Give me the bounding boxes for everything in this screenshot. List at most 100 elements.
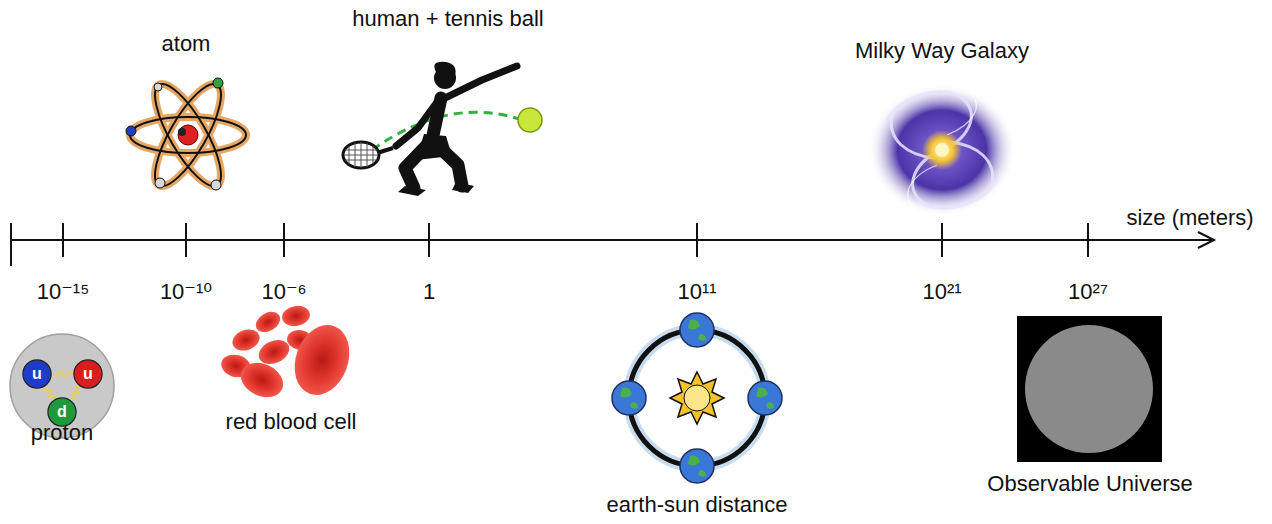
atom-icon-part — [143, 76, 232, 194]
gluon-line — [53, 372, 72, 377]
tennis-player-part — [452, 182, 474, 193]
atom-icon — [126, 76, 246, 194]
scale-label: earth-sun distance — [607, 492, 788, 517]
tick-label: 10¹¹ — [677, 279, 716, 304]
earth-orbit-part — [612, 381, 646, 415]
quark-outline-shape — [48, 398, 76, 426]
size-axis-part — [62, 223, 64, 257]
atom-icon-part — [143, 76, 232, 194]
universe-icon-part — [1025, 325, 1153, 453]
tick-label: 10⁻¹⁰ — [160, 279, 212, 304]
size-axis-part — [696, 223, 698, 257]
tick-label: 10⁻⁶ — [261, 279, 306, 304]
earth-orbit — [612, 313, 782, 483]
atom-icon-part — [126, 126, 136, 136]
quark-outline-shape — [23, 360, 51, 388]
atom-icon-part — [130, 117, 246, 153]
tennis-player-part — [344, 155, 378, 156]
gluon-line — [45, 387, 55, 398]
quark-outline-shape — [74, 360, 102, 388]
red-blood-cells — [219, 304, 359, 404]
axis-title: size (meters) — [1126, 205, 1253, 230]
scale-label: Milky Way Galaxy — [855, 38, 1029, 63]
size-axis-part — [10, 239, 1214, 241]
atom-icon-part — [213, 78, 223, 88]
universe-icon-part — [1017, 316, 1162, 462]
galaxy-icon-part — [922, 130, 962, 170]
atom-icon-part — [126, 76, 246, 194]
galaxy-icon-part — [887, 92, 997, 208]
proton-icon-part — [10, 334, 114, 438]
atom-icon-part — [154, 83, 162, 91]
red-blood-cells-part — [252, 308, 284, 337]
scale-label: red blood cell — [226, 409, 357, 434]
scale-label: Observable Universe — [987, 471, 1192, 496]
earth-orbit-part — [629, 330, 765, 466]
proton-icon — [10, 334, 114, 438]
size-axis — [10, 223, 1214, 266]
earth-orbit-part — [680, 313, 714, 347]
tennis-player-part — [398, 186, 426, 196]
earth-orbit-part — [756, 388, 774, 409]
size-axis-part — [10, 223, 12, 266]
earth-orbit-part — [670, 372, 724, 424]
tennis-player-part — [345, 160, 377, 161]
atom-icon-part — [130, 117, 246, 153]
galaxy-icon-part — [935, 143, 949, 157]
tick-label: 10⁻¹⁵ — [37, 279, 90, 304]
galaxy-icon-part — [908, 165, 937, 210]
tennis-player — [343, 62, 542, 196]
earth-orbit-part — [670, 372, 724, 424]
atom-icon-part — [211, 180, 221, 190]
red-blood-cells-part — [235, 356, 288, 404]
universe-icon — [1017, 316, 1162, 462]
tick-label: 1 — [423, 279, 435, 304]
tennis-player-part — [416, 134, 452, 160]
size-axis-part — [1198, 232, 1214, 248]
tennis-player-part — [396, 66, 517, 146]
tennis-player-part — [343, 142, 379, 168]
tennis-player-part — [344, 142, 378, 168]
earth-orbit-part — [612, 313, 782, 483]
galaxy-icon — [868, 84, 1016, 216]
size-axis-part — [283, 223, 285, 257]
earth-orbit-part — [629, 330, 765, 466]
earth-orbit-part — [688, 320, 706, 341]
atom-icon-part — [143, 76, 232, 194]
quark-letter: u — [22, 366, 52, 382]
gluon-line — [71, 387, 79, 399]
quark-circle: u — [73, 359, 103, 389]
red-blood-cells-part — [229, 326, 262, 354]
galaxy-icon-part — [868, 84, 1016, 216]
earth-orbit-part — [688, 456, 706, 477]
quark-letter: u — [73, 366, 103, 382]
tennis-player-part — [345, 150, 377, 151]
scale-label: atom — [162, 31, 211, 56]
scale-label: human + tennis ball — [352, 6, 543, 31]
tennis-player-part — [434, 62, 455, 76]
galaxy-icon-part — [908, 90, 977, 210]
quark-circle: d — [47, 397, 77, 427]
quark-circle: u — [22, 359, 52, 389]
earth-orbit-part — [620, 320, 774, 477]
tennis-player-part — [445, 66, 517, 98]
earth-orbit-part — [684, 385, 710, 411]
quark-letter: d — [47, 404, 77, 420]
atom-icon-part — [178, 125, 198, 145]
earth-orbit-part — [680, 449, 714, 483]
red-blood-cells-part — [285, 317, 358, 402]
galaxy-icon-part — [947, 90, 976, 135]
size-axis-part — [185, 223, 187, 257]
tick-label: 10²⁷ — [1068, 279, 1108, 304]
atom-icon-part — [178, 128, 186, 136]
earth-orbit-part — [620, 388, 638, 409]
size-axis-part — [428, 223, 430, 257]
atom-icon-part — [155, 178, 165, 188]
red-blood-cells-part — [280, 304, 311, 329]
size-axis-part — [1087, 223, 1089, 257]
tennis-player-part — [518, 108, 542, 132]
size-axis-part — [941, 223, 943, 257]
